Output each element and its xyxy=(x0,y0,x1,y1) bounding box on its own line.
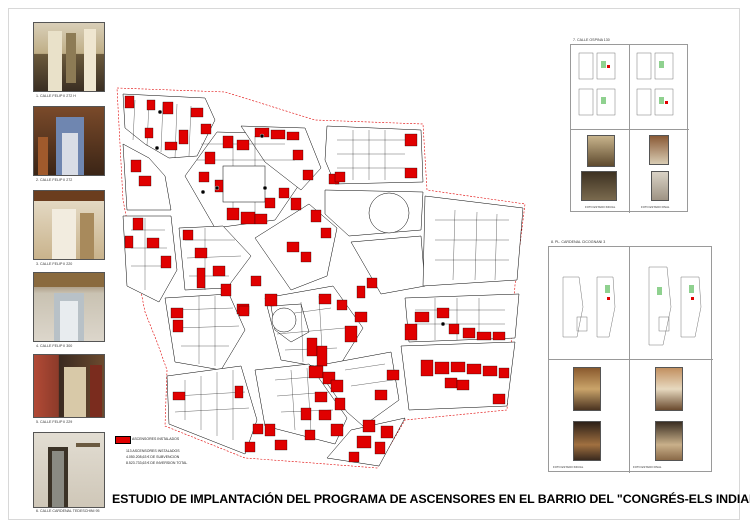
detail-sheet-7-caption-final: FOTO ESTADO FINAL xyxy=(641,205,670,209)
detail-sheet-8-photo-initial xyxy=(573,367,601,411)
photo-6 xyxy=(33,432,105,508)
poster-title: ESTUDIO DE IMPLANTACIÓN DEL PROGRAMA DE … xyxy=(112,492,750,506)
detail-sheet-7-plans xyxy=(578,52,674,116)
detail-sheet-7: 7. CALLE OSPINA 130 FOTO ESTADO INICIAL … xyxy=(570,38,689,213)
photo-2-caption: 2. CALLE FELIP II 272 xyxy=(36,178,73,182)
legend-label: ASCENSORES INSTALADOS xyxy=(132,436,180,441)
sheet-frame xyxy=(8,8,740,520)
legend-line-2: 4.050.208,63 € DE SUBVENCION xyxy=(126,455,180,459)
detail-sheet-8-photo-final xyxy=(655,367,683,411)
installed-swatch xyxy=(115,436,131,444)
photo-6-caption: 6. CALLE CARDENAL TEDESCHINI 95 xyxy=(36,509,100,513)
legend-line-3: 8.523.733,63 € DE INVERSION TOTAL xyxy=(126,461,188,465)
photo-3-caption: 3. CALLE FELIP II 220 xyxy=(36,262,73,266)
installed-elevators xyxy=(124,95,510,463)
neighbourhood-map xyxy=(116,87,526,469)
detail-sheet-8-caption-initial: FOTO ESTADO INICIAL xyxy=(553,465,584,469)
photo-2 xyxy=(33,106,105,176)
detail-sheet-7-photo-final-2 xyxy=(651,171,669,201)
detail-sheet-8-plans xyxy=(562,266,702,346)
detail-sheet-8-photo-final-2 xyxy=(655,421,683,461)
photo-1-caption: 1. CALLE FELIP II 272 H xyxy=(36,94,76,98)
map-legend: ASCENSORES INSTALADOS 113 ASCENSORES INS… xyxy=(112,432,207,472)
photo-4 xyxy=(33,272,105,342)
photo-1 xyxy=(33,22,105,92)
detail-sheet-8-title: 8. PL. CARDENAL CICOGNANI 3 xyxy=(551,240,606,244)
legend-line-1: 113 ASCENSORES INSTALADOS xyxy=(126,449,180,453)
detail-sheet-8-photo-initial-2 xyxy=(573,421,601,461)
detail-sheet-7-photo-initial-2 xyxy=(581,171,617,201)
photo-4-caption: 4. CALLE FELIP II 300 xyxy=(36,344,73,348)
detail-sheet-7-photo-initial xyxy=(587,135,615,167)
plazas xyxy=(222,165,410,333)
photo-5-caption: 5. CALLE FELIP II 229 xyxy=(36,420,73,424)
photo-3 xyxy=(33,190,105,260)
featured-building-markers xyxy=(154,109,446,327)
detail-sheet-7-photo-final xyxy=(649,135,669,165)
detail-sheet-7-caption-initial: FOTO ESTADO INICIAL xyxy=(585,205,616,209)
detail-sheet-7-title: 7. CALLE OSPINA 130 xyxy=(573,38,610,42)
photo-5 xyxy=(33,354,105,418)
detail-sheet-8: 8. PL. CARDENAL CICOGNANI 3 FOTO ESTADO … xyxy=(548,240,713,473)
detail-sheet-8-caption-final: FOTO ESTADO FINAL xyxy=(633,465,662,469)
